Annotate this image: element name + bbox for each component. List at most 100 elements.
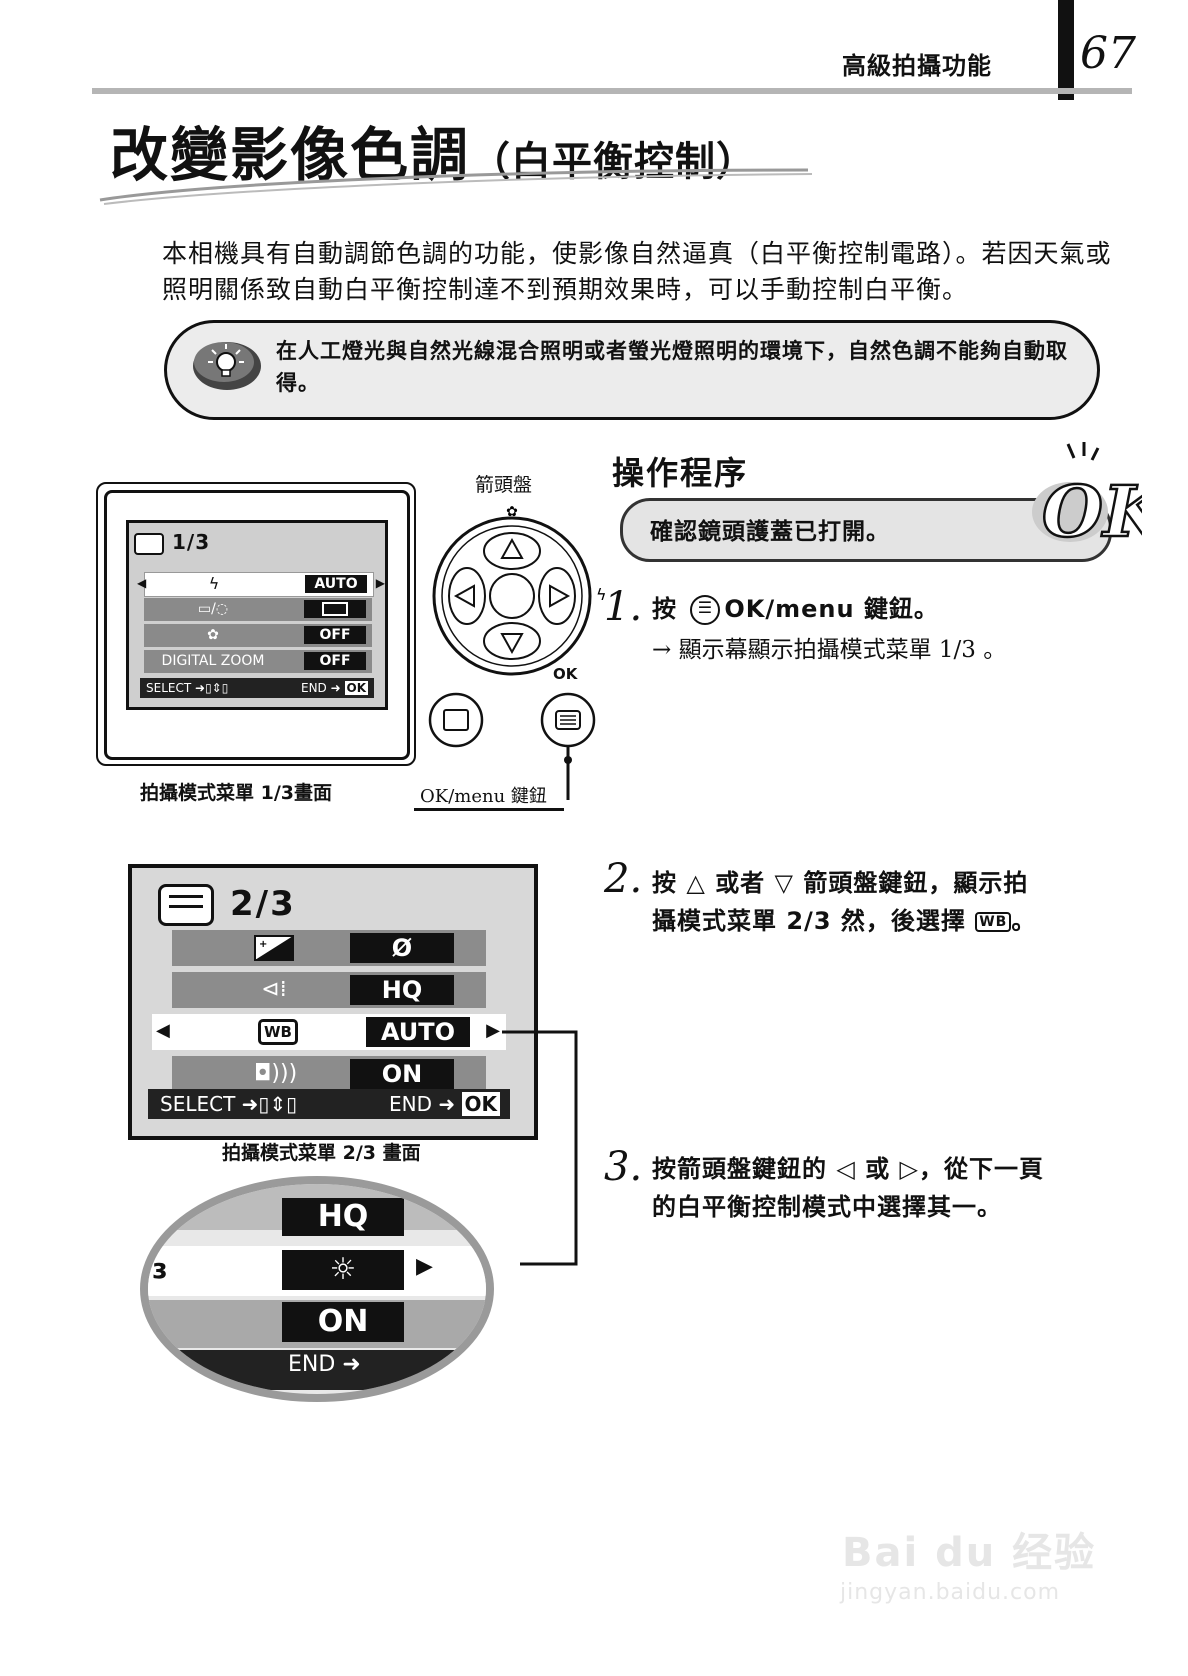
lcd1-caption: 拍攝模式菜單 1/3畫面 [140, 782, 332, 804]
lcd1-label-digital-zoom: DIGITAL ZOOM [161, 653, 265, 669]
tip-text: 在人工燈光與自然光線混合照明或者螢光燈照明的環境下，自然色調不能夠自動取得。 [276, 339, 1068, 395]
lcd1-footer: SELECT ➜▯⇕▯ END ➜ OK [140, 678, 374, 698]
ok-label: OK [553, 665, 578, 683]
page-number: 67 [1080, 28, 1136, 79]
zoom-value-quality: HQ [282, 1198, 404, 1236]
zoom-end-label: END [288, 1352, 336, 1377]
zoom-value-sound: ON [282, 1302, 404, 1342]
lcd2-value-sound: ON [350, 1059, 454, 1089]
intro-paragraph: 本相機具有自動調節色調的功能，使影像自然逼真（白平衡控制電路）。若因天氣或照明關… [162, 239, 1112, 304]
step-1-text: 按 ☰OK/menu 鍵鈕。 [652, 590, 939, 628]
svg-text:+: + [259, 939, 267, 950]
arrow-pad-diagram: ✿ ϟ [432, 504, 606, 676]
ok-stamp-text: OK [1042, 470, 1142, 553]
arrow-pad-label: 箭頭盤 [475, 474, 533, 496]
lcd2-ok-key: OK [461, 1092, 500, 1116]
zoom-detail: HQ ɜ ☼ ▶ ON END ➜ [140, 1176, 494, 1402]
menu-button-icon: ☰ [690, 595, 721, 625]
wb-icon: WB [975, 912, 1012, 932]
lcd2-value-white-balance: AUTO [366, 1017, 470, 1047]
step-1-text-a: 按 [652, 595, 677, 623]
right-arrow-icon: ▶ [416, 1254, 433, 1279]
lcd1-page-indicator: 1/3 [134, 530, 210, 555]
lcd1-value-digital-zoom: OFF [304, 652, 366, 670]
step-2-number: 2. [604, 856, 643, 902]
wb-icon-fragment: ɜ [152, 1252, 168, 1285]
step-2-line-2: 攝模式菜單 2/3 然，後選擇 WB。 [652, 902, 1112, 940]
lcd1-page-number: 1/3 [172, 530, 211, 554]
title-swoosh [99, 168, 813, 205]
okmenu-button-label: OK/menu 鍵鈕 [420, 786, 547, 807]
wb-icon: WB [258, 1019, 298, 1045]
right-triangle-icon: ▷ [899, 1155, 920, 1183]
down-triangle-icon: ▽ [774, 869, 795, 897]
step-3-line-1: 按箭頭盤鍵鈕的 ◁ 或 ▷，從下一頁 [652, 1150, 1112, 1188]
lcd1-value-macro: OFF [304, 626, 366, 644]
exposure-compensation-icon: + [254, 935, 294, 961]
menu-icon [134, 532, 164, 555]
lcd1-ok-key: OK [344, 681, 368, 695]
lcd2-page-number: 2/3 [230, 884, 296, 924]
tip-box [164, 320, 1100, 420]
operation-title: 操作程序 [612, 454, 749, 492]
watermark-url: jingyan.baidu.com [840, 1580, 1061, 1605]
section-title: 高級拍攝功能 [842, 52, 992, 80]
step-1-result: → 顯示幕顯示拍攝模式菜單 1/3 。 [652, 637, 1007, 663]
watermark-logo: Bai du 经验 [842, 1530, 1097, 1576]
step-3-text-b: 或 [865, 1155, 891, 1183]
step-3-text-a: 按箭頭盤鍵鈕的 [652, 1155, 827, 1183]
lcd1-row-flash: ◀ ϟ AUTO ▶ [137, 572, 385, 597]
left-triangle-icon: ◁ [836, 1155, 856, 1183]
lcd1-row-drive: ▭/◌ [144, 598, 372, 621]
step-2-text-e: 。 [1011, 907, 1037, 935]
step-2-text-a: 按 [652, 869, 677, 897]
sound-icon: ◘))) [254, 1061, 298, 1086]
lcd1-end-group: END ➜ OK [301, 681, 368, 695]
check-box [620, 498, 1112, 562]
lcd1-value-drive [304, 600, 366, 618]
lcd1-end-label: END [301, 681, 327, 695]
left-arrow-icon: ◀ [137, 576, 147, 590]
step-3-text: 按箭頭盤鍵鈕的 ◁ 或 ▷，從下一頁 的白平衡控制模式中選擇其一。 [652, 1150, 1112, 1226]
header-bar [1058, 0, 1074, 100]
left-arrow-icon: ◀ [156, 1020, 170, 1041]
lcd2-row-quality: ⊲⁞ HQ [172, 972, 486, 1008]
header-rule [92, 88, 1132, 94]
quality-icon: ⊲⁞ [261, 977, 287, 1002]
step-1-text-b: OK/menu 鍵鈕。 [724, 595, 939, 623]
lcd2-value-exposure: Ø [350, 933, 454, 963]
zoom-footer: END ➜ [148, 1350, 486, 1390]
callout-connector [502, 1030, 578, 1266]
step-3-number: 3. [604, 1144, 643, 1190]
menu-icon [158, 884, 214, 926]
lightbulb-tip-icon [193, 342, 261, 390]
arrow-right-icon: ➜▯⇕▯ [241, 1092, 298, 1116]
step-1-number: 1. [604, 584, 643, 630]
lcd2-end-label: END [389, 1092, 433, 1116]
step-2-text-d: 攝模式菜單 2/3 然，後選擇 [652, 907, 966, 935]
lcd2-value-quality: HQ [350, 975, 454, 1005]
svg-text:✿: ✿ [506, 504, 518, 520]
sun-icon: ☼ [282, 1250, 404, 1290]
drive-selftimer-icon: ▭/◌ [197, 601, 229, 617]
macro-icon: ✿ [207, 627, 219, 643]
svg-text:ϟ: ϟ [596, 585, 606, 604]
lcd1-row-digital-zoom: DIGITAL ZOOM OFF [144, 650, 372, 673]
right-arrow-icon: ▶ [486, 1020, 500, 1041]
check-text: 確認鏡頭護蓋已打開。 [650, 519, 890, 545]
lcd1-row-macro: ✿ OFF [144, 624, 372, 647]
ok-stamp-icon: OK [1032, 442, 1142, 554]
lcd1-value-flash: AUTO [305, 575, 367, 593]
buttons-diagram [428, 692, 596, 800]
lcd2-row-exposure: + Ø [172, 930, 486, 966]
lcd2-row-sound: ◘))) ON [172, 1056, 486, 1092]
flash-icon: ϟ [208, 574, 220, 593]
lcd1-select-label: SELECT [146, 681, 192, 695]
lcd2-caption: 拍攝模式菜單 2/3 畫面 [222, 1142, 421, 1164]
step-2-text-b: 或者 [715, 869, 766, 897]
right-arrow-icon: ▶ [375, 576, 385, 590]
up-triangle-icon: △ [686, 869, 706, 897]
step-2-text: 按 △ 或者 ▽ 箭頭盤鍵鈕，顯示拍 攝模式菜單 2/3 然，後選擇 WB。 [652, 864, 1112, 940]
step-2-line-1: 按 △ 或者 ▽ 箭頭盤鍵鈕，顯示拍 [652, 864, 1112, 902]
page-title: 改變影像色調（白平衡控制） [110, 108, 757, 192]
